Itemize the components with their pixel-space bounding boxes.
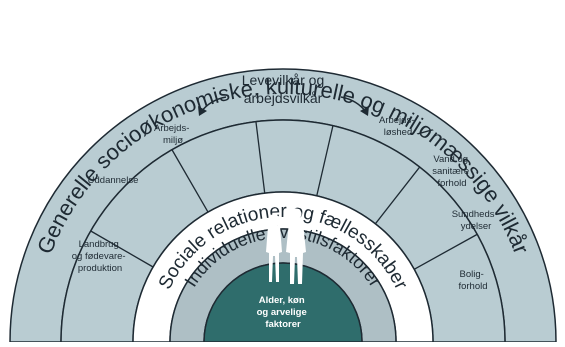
sector-divider (171, 149, 209, 213)
sector-divider (413, 233, 478, 270)
core-circle (203, 262, 363, 343)
sector-boligforhold: Bolig- forhold (458, 269, 487, 292)
arrow-right-head (360, 106, 369, 116)
two-people-icon (266, 208, 306, 284)
living-conditions-line2: arbejdsvilkår (244, 90, 323, 106)
sector-divider (316, 125, 334, 196)
sector-landbrug: Landbrug og fødevare- produktion (72, 239, 129, 274)
sector-arbejdsmiljo: Arbejds- miljø (154, 123, 192, 146)
sector-dividers (90, 121, 478, 270)
sector-divider (374, 166, 421, 225)
living-conditions-line1: Levevilkår og (242, 72, 325, 88)
sector-divider (255, 121, 266, 194)
sector-divider (90, 230, 154, 268)
sector-sundhedsydelser: Sundheds- ydelser (452, 209, 501, 232)
sector-vand-sanitet: Vand og sanitære forhold (432, 154, 472, 189)
sector-uddannelse: Uddannelse (88, 175, 139, 186)
arrow-left-head (198, 106, 207, 116)
core-label: Alder, køn og arvelige faktorer (257, 295, 310, 330)
sector-arbejdsloshed: Arbejds- løshed (379, 115, 417, 138)
